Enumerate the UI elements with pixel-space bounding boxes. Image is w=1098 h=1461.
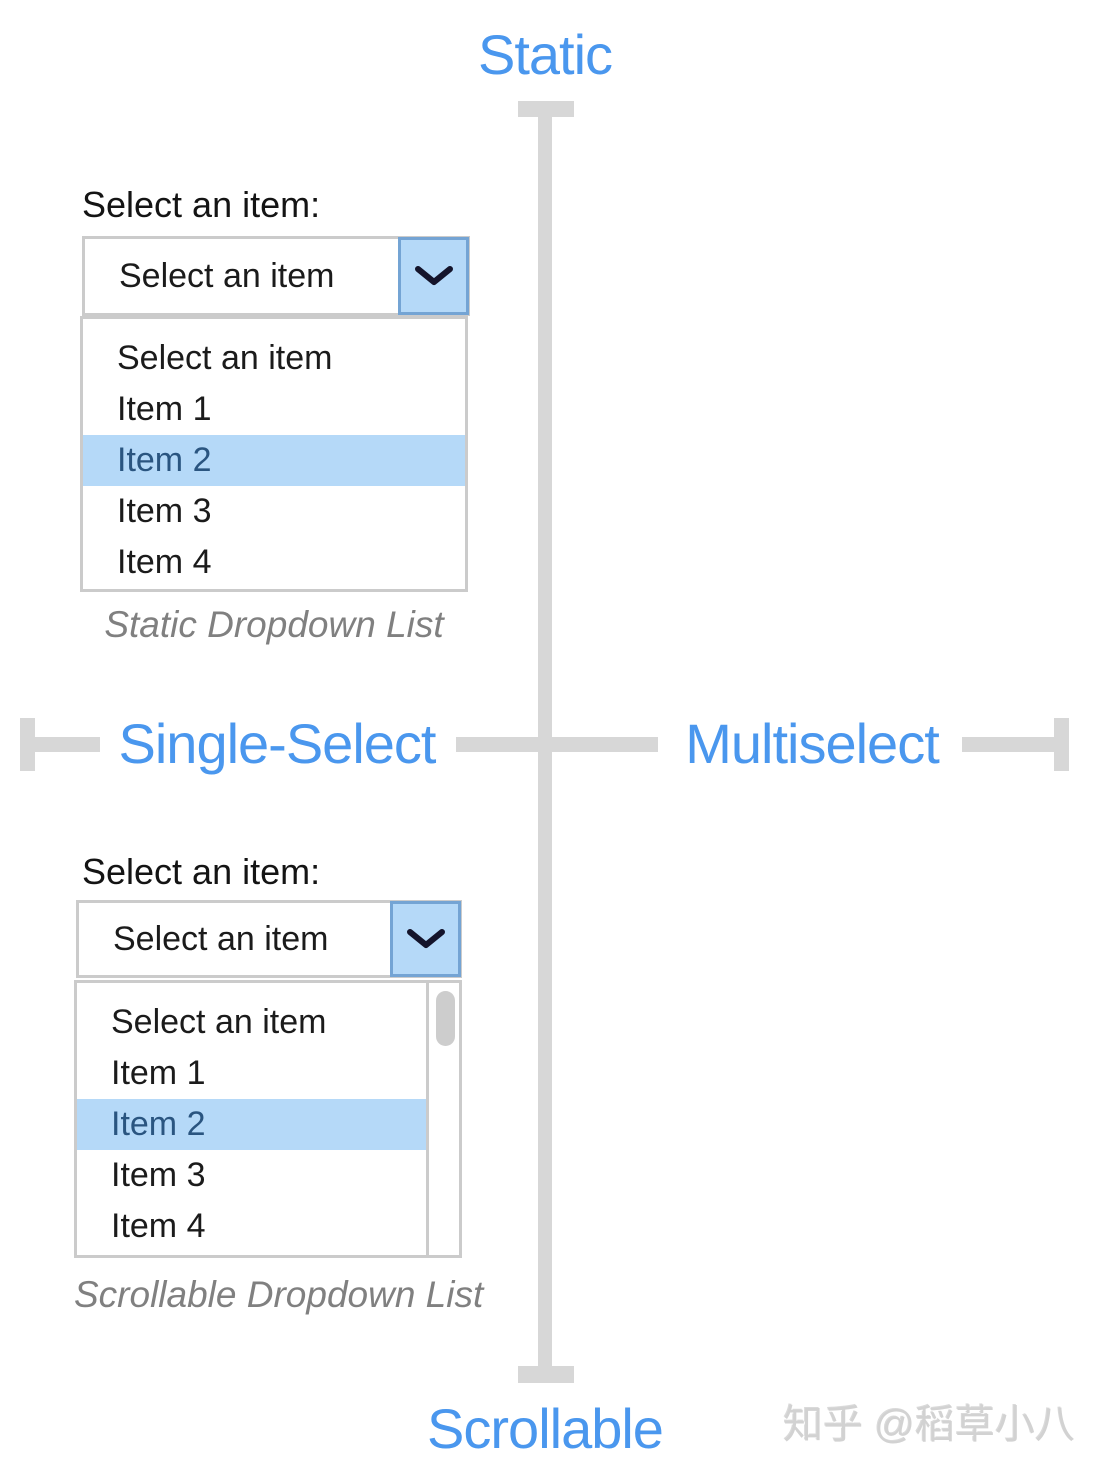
axis-label-multiselect: Multiselect bbox=[685, 712, 940, 775]
static-dropdown-toggle-button[interactable] bbox=[398, 237, 469, 315]
static-dropdown-caption: Static Dropdown List bbox=[104, 604, 444, 645]
scrollable-dropdown-list: Select an item Item 1 Item 2 Item 3 Item… bbox=[74, 980, 462, 1258]
scrollable-dropdown-select[interactable]: Select an item bbox=[76, 900, 462, 978]
scrollbar-track[interactable] bbox=[426, 983, 459, 1255]
vertical-axis-bottom-cap bbox=[518, 1366, 574, 1383]
list-item[interactable]: Select an item bbox=[111, 1003, 327, 1041]
watermark: 知乎 @稻草小八 bbox=[783, 1403, 1075, 1447]
horizontal-axis-left-cap bbox=[20, 718, 35, 771]
list-item-selected[interactable]: Item 2 bbox=[77, 1099, 426, 1150]
static-dropdown-field-label: Select an item: bbox=[82, 184, 321, 225]
static-dropdown-value: Select an item bbox=[119, 256, 335, 295]
scrollable-dropdown-caption: Scrollable Dropdown List bbox=[74, 1274, 484, 1315]
scrollable-dropdown-field-label: Select an item: bbox=[82, 851, 321, 892]
list-item[interactable]: Item 4 bbox=[117, 543, 212, 581]
list-item-selected[interactable]: Item 2 bbox=[83, 435, 465, 486]
list-item[interactable]: Item 1 bbox=[111, 1054, 206, 1092]
chevron-down-icon bbox=[406, 929, 445, 948]
horizontal-axis-right-cap bbox=[1054, 718, 1069, 771]
vertical-axis-top-cap bbox=[518, 101, 574, 117]
chevron-down-icon bbox=[414, 266, 453, 285]
scrollable-dropdown-value: Select an item bbox=[113, 919, 329, 958]
scrollable-dropdown-toggle-button[interactable] bbox=[390, 901, 461, 977]
list-item[interactable]: Item 3 bbox=[117, 492, 212, 530]
list-item[interactable]: Item 3 bbox=[111, 1156, 206, 1194]
list-item[interactable]: Item 1 bbox=[117, 390, 212, 428]
axis-label-scrollable: Scrollable bbox=[427, 1397, 664, 1460]
list-item[interactable]: Select an item bbox=[117, 339, 333, 377]
static-dropdown-select[interactable]: Select an item bbox=[82, 236, 470, 316]
horizontal-axis-segment-left bbox=[33, 737, 100, 752]
horizontal-axis-segment-right bbox=[962, 737, 1057, 752]
scrollbar-thumb[interactable] bbox=[436, 991, 455, 1046]
axis-label-static: Static bbox=[477, 23, 613, 86]
axis-label-single-select: Single-Select bbox=[118, 712, 437, 775]
horizontal-axis-segment-middle bbox=[456, 737, 658, 752]
list-item[interactable]: Item 4 bbox=[111, 1207, 206, 1245]
static-dropdown-list: Select an item Item 1 Item 2 Item 3 Item… bbox=[80, 316, 468, 592]
